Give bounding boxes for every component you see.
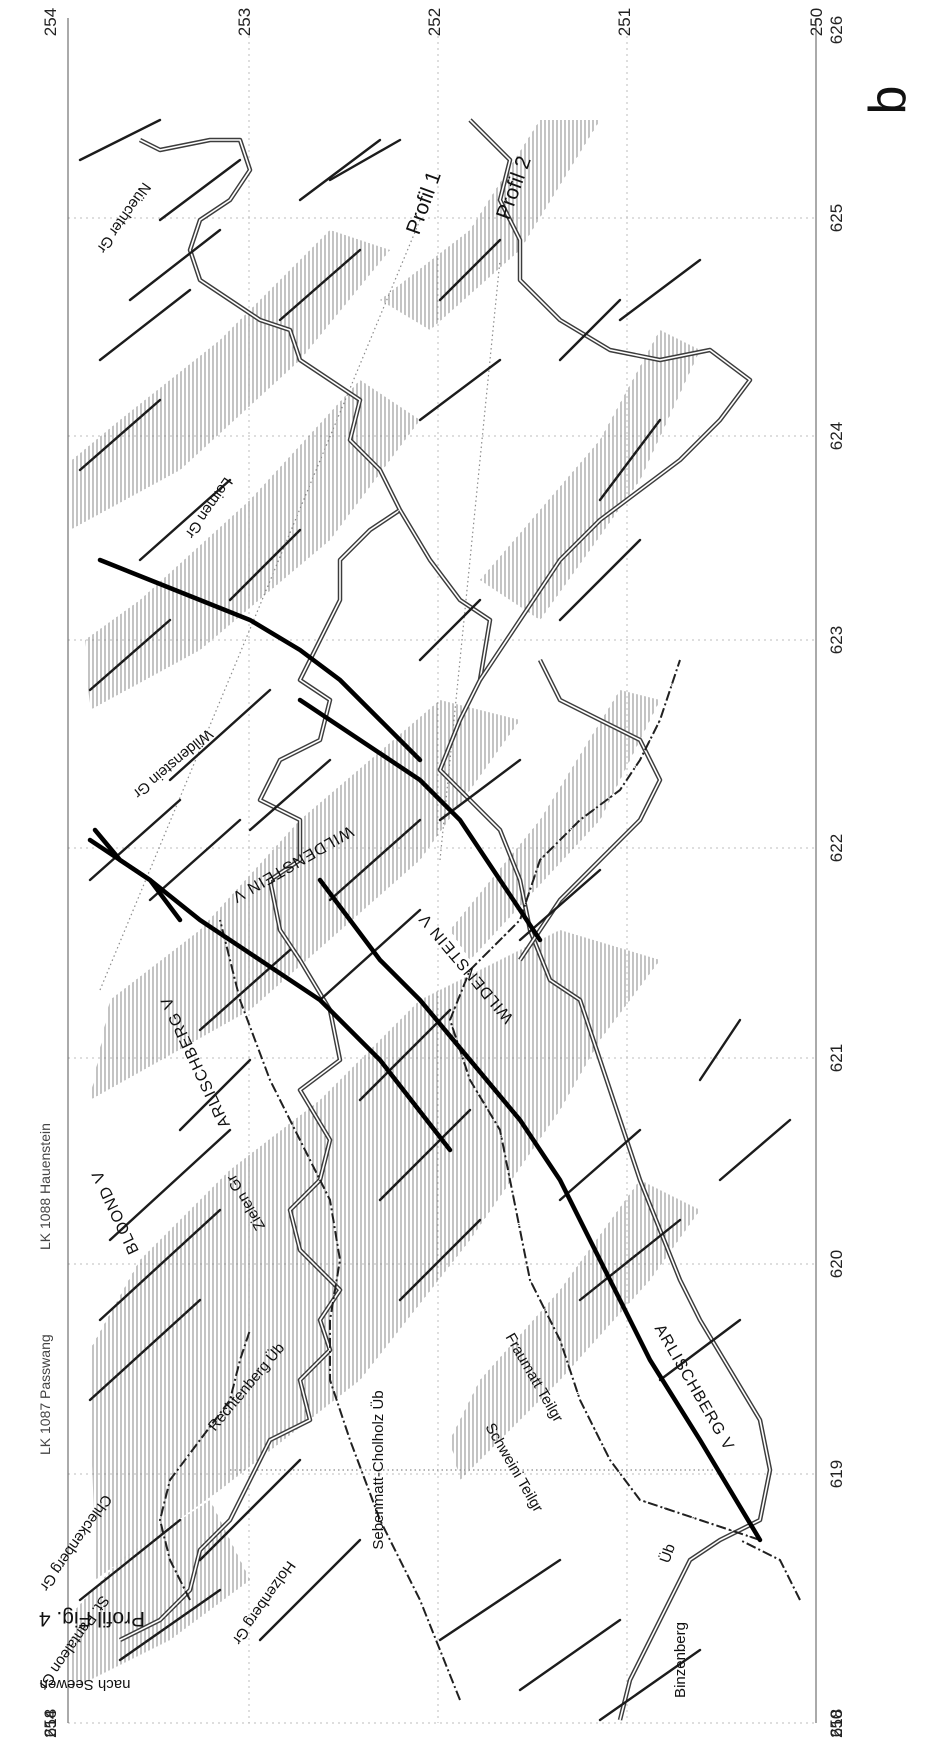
y-right-tick-253: 253 — [235, 8, 254, 36]
label-sebenmatt-cholholz-ub: Sebenmatt-Cholholz Üb — [369, 1390, 387, 1549]
thrust-lines — [158, 659, 801, 1701]
x-tick-619: 619 — [827, 1460, 846, 1488]
y-right-tick-252: 252 — [425, 8, 444, 36]
fault-lines — [78, 118, 792, 1722]
x-tick-626: 626 — [827, 16, 846, 44]
x-tick-623: 623 — [827, 626, 846, 654]
y-left-tick-254: 254 — [41, 1710, 60, 1738]
y-left-tick-250: 250 — [827, 1710, 846, 1738]
x-tick-622: 622 — [827, 834, 846, 862]
y-right-tick-254: 254 — [41, 8, 60, 36]
tick-labels: 618 619 620 621 622 623 624 625 626 618 … — [41, 8, 846, 1738]
label-ub: Üb — [656, 1541, 679, 1565]
x-tick-624: 624 — [827, 422, 846, 450]
sheet-label-passwang: LK 1087 Passwang — [37, 1334, 53, 1455]
sheet-label-hauenstein: LK 1088 Hauenstein — [37, 1123, 53, 1250]
label-wildenstein-gr: Wildenstein Gr — [130, 725, 216, 801]
y-right-tick-251: 251 — [615, 8, 634, 36]
x-tick-620: 620 — [827, 1250, 846, 1278]
x-tick-618-top: 618 — [41, 1709, 60, 1737]
label-binzenberg: Binzenberg — [672, 1622, 689, 1698]
y-right-tick-250: 250 — [807, 8, 826, 36]
panel-letter: b — [859, 86, 917, 115]
profile-fig4-label: Profil Fig. 4 — [39, 1607, 146, 1630]
label-bloond-v: BLOOND V — [89, 1167, 143, 1256]
sheet-labels: LK 1087 Passwang LK 1088 Hauenstein — [37, 1123, 53, 1455]
label-nach-seewen: nach Seewen — [40, 1676, 131, 1693]
profile-2-line — [439, 259, 501, 861]
x-tick-621: 621 — [827, 1044, 846, 1072]
label-schweini-teilgr: Schweini Teilgr — [482, 1420, 547, 1515]
profile-1-label: Profil 1 — [402, 168, 446, 237]
outcrop-outline — [118, 118, 773, 1721]
profile-lines — [99, 219, 720, 1471]
label-nuechter-gr: Nüechter Gr — [93, 179, 154, 256]
x-tick-618: 618 — [827, 1709, 846, 1737]
x-tick-625: 625 — [827, 204, 846, 232]
